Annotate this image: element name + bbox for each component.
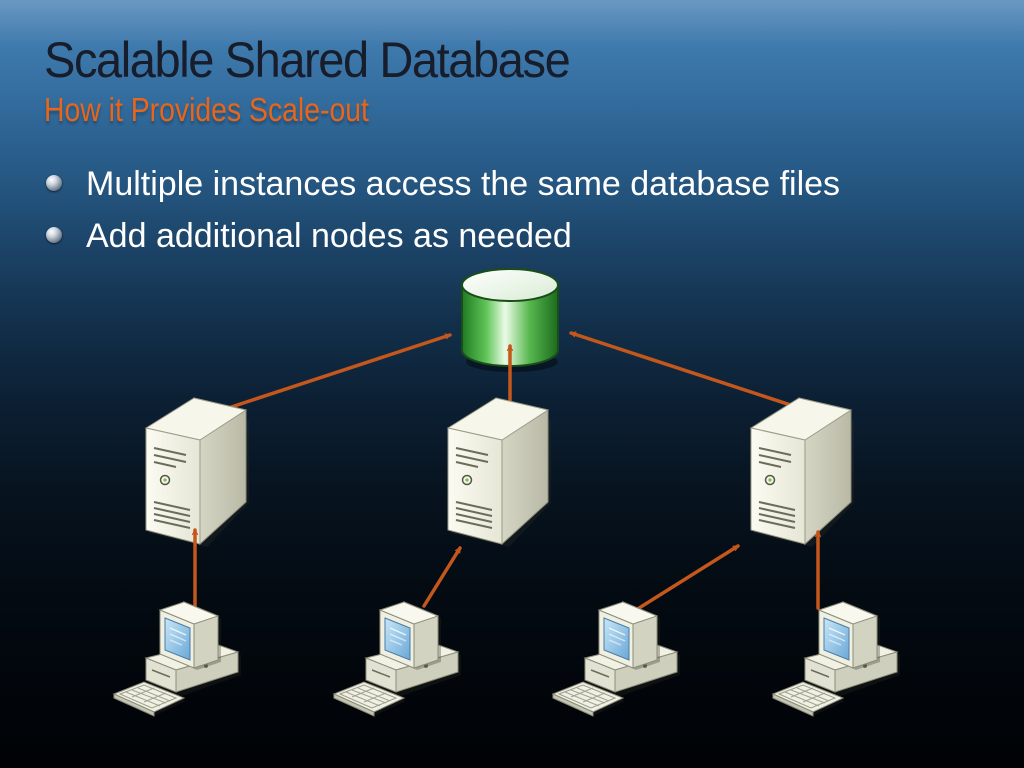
arrow-client-3-to-server-3: [626, 544, 740, 617]
arrow-client-2-to-server-2: [422, 546, 462, 608]
bullet-item: Multiple instances access the same datab…: [44, 160, 840, 212]
workstation-icon: [113, 601, 242, 717]
slide-title: Scalable Shared Database: [44, 32, 571, 88]
bullet-sphere-icon: [46, 175, 62, 191]
workstation-icon: [552, 601, 681, 717]
bullet-sphere-icon: [46, 227, 62, 243]
arrow-server-3-to-database: [569, 331, 814, 414]
bullet-text: Add additional nodes as needed: [86, 217, 572, 255]
arrow-server-1-to-database: [208, 333, 452, 416]
server-tower-icon: [145, 397, 250, 548]
server-tower-icon: [750, 397, 855, 548]
bullet-list: Multiple instances access the same datab…: [44, 160, 840, 264]
server-tower-icon: [447, 397, 552, 548]
bullet-text: Multiple instances access the same datab…: [86, 165, 841, 203]
client-connector-arrows: [195, 528, 818, 617]
database-cylinder-icon: [461, 268, 559, 372]
bullet-item: Add additional nodes as needed: [44, 212, 840, 264]
slide-subtitle: How it Provides Scale-out: [44, 91, 369, 128]
workstation-icon: [772, 601, 901, 717]
workstation-icon: [333, 601, 462, 717]
